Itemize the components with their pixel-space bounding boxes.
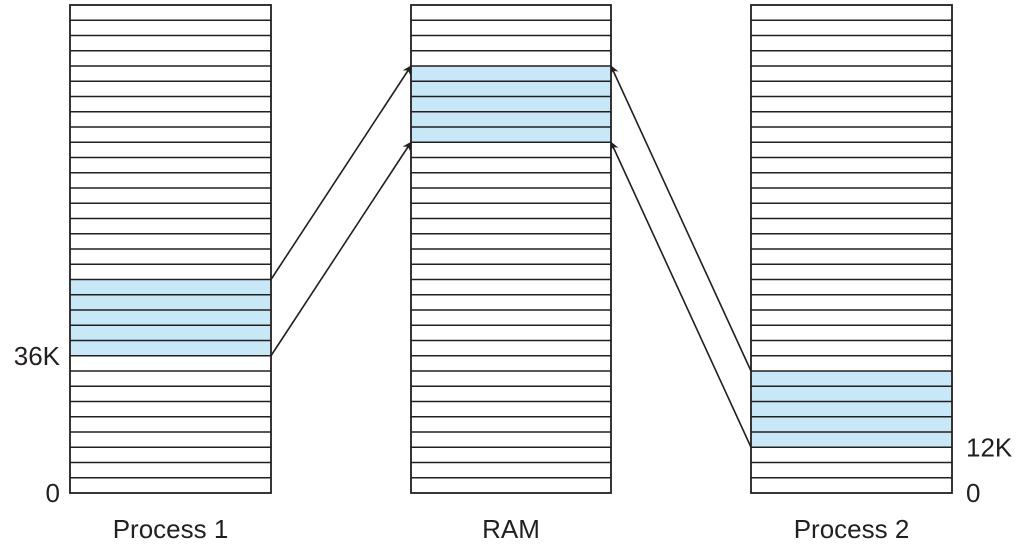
process1-to-ram-mapping-arrow xyxy=(270,141,412,357)
ram-highlighted-pages xyxy=(411,66,611,143)
process2-memory-block xyxy=(750,4,953,494)
address-label: 0 xyxy=(966,478,980,508)
ram-label: RAM xyxy=(482,514,540,544)
process1-highlighted-pages xyxy=(70,279,271,356)
address-label: 36K xyxy=(14,341,61,371)
process1-memory-block xyxy=(69,4,272,494)
address-label: 0 xyxy=(46,478,60,508)
process1-label: Process 1 xyxy=(113,514,229,544)
process2-to-ram-mapping-arrow xyxy=(610,141,752,448)
process2-highlighted-pages xyxy=(751,371,952,448)
ram-memory-block xyxy=(410,4,612,494)
address-label: 12K xyxy=(966,432,1013,462)
process1-to-ram-mapping-arrow xyxy=(270,65,412,280)
process2-label: Process 2 xyxy=(794,514,910,544)
process2-to-ram-mapping-arrow xyxy=(610,65,752,372)
